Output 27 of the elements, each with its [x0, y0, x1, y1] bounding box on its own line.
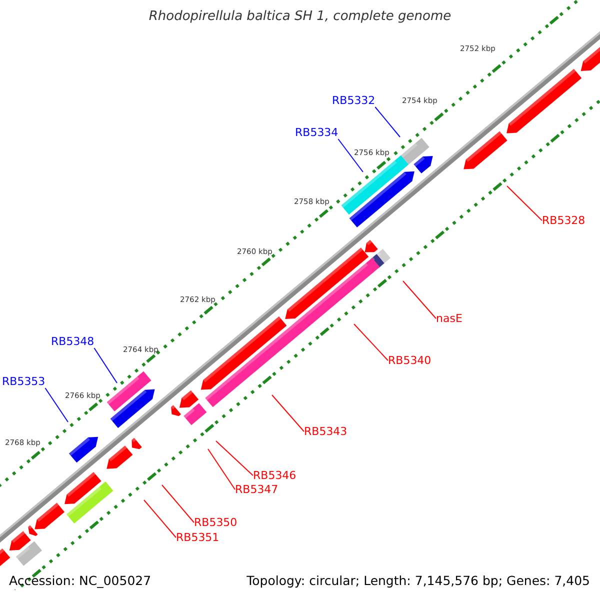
leader-line — [506, 186, 542, 221]
gene-label: RB5347 — [235, 483, 278, 496]
leader-line — [338, 138, 364, 172]
leader-line — [272, 394, 304, 432]
leader-line — [144, 500, 176, 538]
title: Rhodopirellula baltica SH 1, complete genome — [148, 10, 452, 23]
gene-label: RB5340 — [388, 354, 432, 367]
footer-text: Accession: NC_005027 — [9, 574, 152, 587]
gene-label: RB5353 — [2, 375, 46, 388]
gene-label: RB5346 — [253, 469, 296, 482]
leader-line — [354, 324, 388, 361]
leader-line — [162, 484, 194, 523]
gene-label: RB5328 — [542, 214, 586, 227]
leader-line — [208, 448, 236, 490]
gene-label: RB5332 — [332, 94, 376, 107]
leader-line — [402, 280, 436, 319]
footer-text: Topology: circular; Length: 7,145,576 bp; Genes: 7,405 — [246, 574, 590, 587]
gene-label: RB5348 — [51, 335, 94, 348]
gene-label: RB5350 — [194, 516, 238, 529]
leader-line — [374, 106, 400, 138]
leader-line — [44, 388, 68, 422]
leader-line — [94, 348, 118, 384]
gene-label: RB5351 — [176, 531, 220, 544]
gene-label: nasE — [436, 312, 462, 325]
gene-label: RB5343 — [304, 425, 348, 438]
gene-label: RB5334 — [295, 126, 338, 139]
leader-line — [216, 440, 254, 476]
